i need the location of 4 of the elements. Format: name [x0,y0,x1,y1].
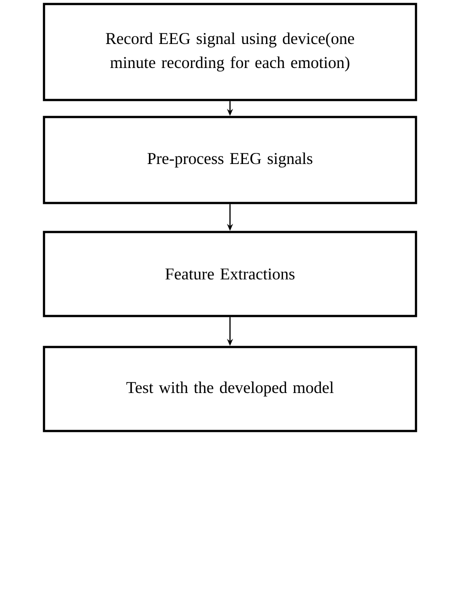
process-box: Pre-process EEG signals [42,116,418,204]
process-box: Record EEG signal using device(one minute recording for each emotion) [42,2,418,102]
process-box: Test with the developed model [42,346,418,432]
process-box: Feature Extractions [42,230,418,318]
